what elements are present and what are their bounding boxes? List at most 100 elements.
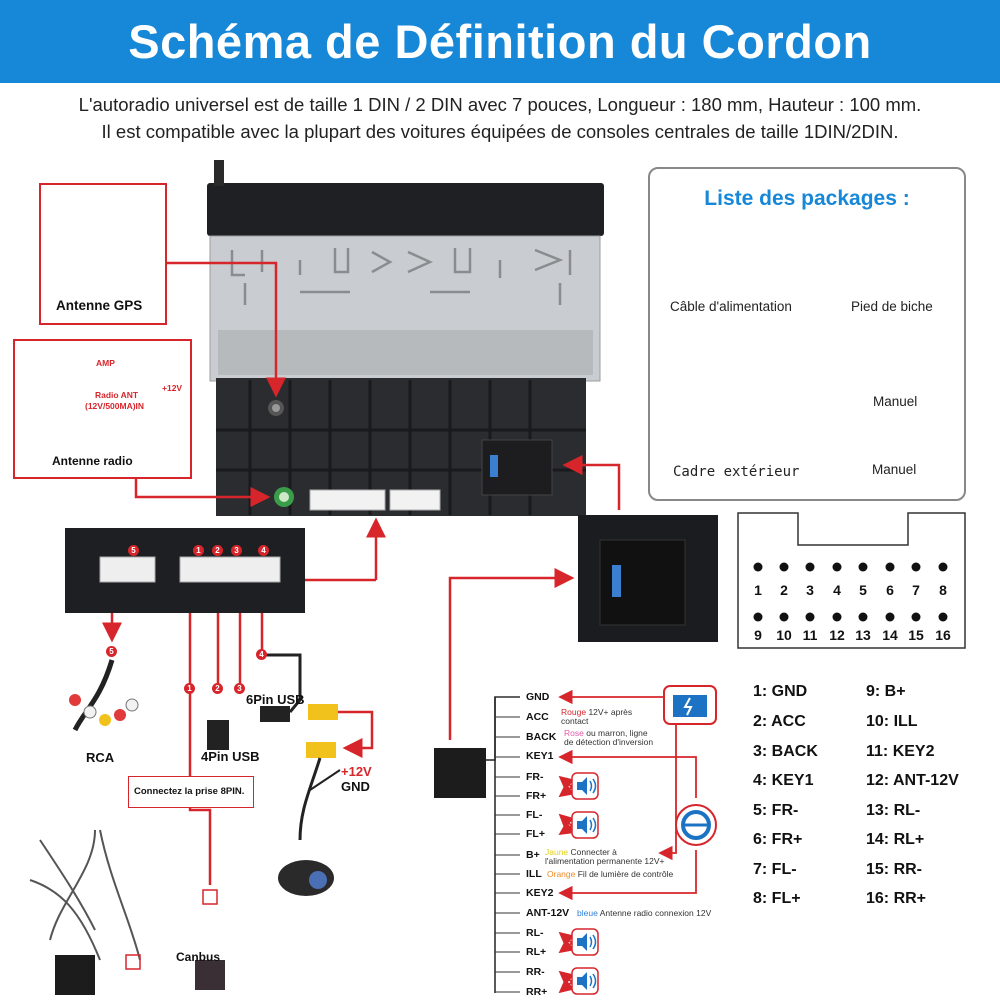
ill-note: Orange Fil de lumière de contrôle — [547, 870, 673, 879]
pin-legend-item: 3: BACK — [753, 743, 818, 760]
harness-wire-label: RR- — [526, 966, 545, 978]
package-item-power-cable: Câble d'alimentation — [670, 299, 792, 314]
pin-legend-item: 5: FR- — [753, 802, 799, 819]
pin-legend-item: 14: RL+ — [866, 831, 925, 848]
back-note-text: ou marron, ligne — [586, 728, 648, 738]
harness-wire-label: GND — [526, 691, 550, 703]
port-marker-1: 1 — [193, 545, 204, 556]
radio-antenna-box — [13, 339, 192, 479]
radio-antenna-label: Antenne radio — [52, 454, 133, 468]
pin-number-top: 6 — [886, 582, 894, 598]
pin-legend-item: 8: FL+ — [753, 890, 801, 907]
gps-antenna-box — [39, 183, 167, 325]
subtitle-line-1: L'autoradio universel est de taille 1 DI… — [78, 94, 922, 115]
port-marker-5: 5 — [128, 545, 139, 556]
pin-number-bottom: 13 — [855, 627, 871, 643]
harness-image — [29, 829, 141, 961]
pin-number-bottom: 15 — [908, 627, 924, 643]
manual-book-text: Manuel — [873, 394, 918, 409]
bplus-color: Jaune — [545, 847, 569, 857]
harness-wire-label: FR+ — [526, 790, 547, 802]
port-marker-3: 3 — [231, 545, 242, 556]
package-item-manual: Manuel — [872, 462, 917, 477]
ant-note-text: Antenne radio connexion 12V — [599, 908, 712, 918]
camera-image — [278, 757, 341, 896]
acc-note-text: 12V+ après — [588, 707, 633, 717]
pin-number-top: 1 — [754, 582, 762, 598]
rca-marker: 5 — [106, 646, 117, 657]
battery-icon — [663, 685, 717, 725]
camera-gnd-label: GND — [341, 779, 370, 794]
pin-legend-item: 16: RR+ — [866, 890, 927, 907]
pin-legend-item: 7: FL- — [753, 861, 797, 878]
page-title: Schéma de Définition du Cordon — [0, 0, 1000, 83]
harness-wire-label: FL+ — [526, 828, 545, 840]
connect-8pin-box — [128, 776, 254, 808]
connector-pin-diagram — [737, 512, 966, 649]
ant-color: bleue — [577, 908, 598, 918]
harness-wire-label: RR+ — [526, 986, 548, 998]
marker-1-lower: 1 — [184, 683, 195, 694]
camera-12v-label: +12V — [341, 764, 372, 779]
harness-wire-label: B+ — [526, 849, 540, 861]
usb6-plug — [260, 706, 290, 722]
pin-number-top: 4 — [833, 582, 841, 598]
pin-number-top: 8 — [939, 582, 947, 598]
marker-4-lower: 4 — [256, 649, 267, 660]
harness-wire-label: FR- — [526, 771, 544, 783]
plus12v-label: +12V — [162, 383, 183, 393]
ill-note-text: Fil de lumière de contrôle — [577, 869, 674, 879]
rca-cable-image — [69, 659, 139, 732]
marker-3-lower: 3 — [234, 683, 245, 694]
subtitle-line-2: Il est compatible avec la plupart des vo… — [101, 121, 899, 142]
bplus-note-text: Connecter à — [570, 847, 617, 857]
harness-wire-label: FL- — [526, 809, 543, 821]
back-color: Rose — [564, 728, 584, 738]
pin-number-bottom: 10 — [776, 627, 792, 643]
harness-wire-label: RL- — [526, 927, 544, 939]
package-list-panel: Liste des packages : — [648, 167, 966, 501]
usb4-plug — [207, 720, 229, 750]
pin-legend-item: 11: KEY2 — [866, 743, 935, 760]
pin-number-bottom: 12 — [829, 627, 845, 643]
pin-legend-item: 2: ACC — [753, 713, 806, 730]
harness-wire-label: KEY2 — [526, 887, 554, 899]
package-list-title: Liste des packages : — [704, 187, 910, 210]
pin-legend-item: 6: FR+ — [753, 831, 803, 848]
package-item-pry-tool: Pied de biche — [851, 299, 933, 314]
rca-label: RCA — [86, 750, 115, 765]
pin-number-top: 7 — [912, 582, 920, 598]
pin-number-top: 3 — [806, 582, 814, 598]
pin-number-bottom: 9 — [754, 627, 762, 643]
speaker-icons — [571, 772, 599, 995]
harness-wire-label: ILL — [526, 868, 542, 880]
pin-legend-item: 10: ILL — [866, 713, 918, 730]
ill-color: Orange — [547, 869, 576, 879]
amp-label: AMP — [96, 358, 115, 368]
acc-color: Rouge — [561, 707, 587, 717]
usb6-label: 6Pin USB — [246, 692, 305, 707]
harness-wire-label: ACC — [526, 711, 549, 723]
harness-wire-label: RL+ — [526, 946, 547, 958]
pin-legend-item: 4: KEY1 — [753, 772, 814, 789]
pin-legend-item: 1: GND — [753, 683, 808, 700]
radio-ant-spec: (12V/500MA)IN — [85, 401, 145, 411]
head-unit — [207, 160, 604, 516]
ant-note: bleue Antenne radio connexion 12V — [577, 909, 711, 918]
pin-number-bottom: 16 — [935, 627, 951, 643]
steering-wheel-icon — [675, 804, 717, 846]
pin-legend-item: 9: B+ — [866, 683, 906, 700]
harness-plug — [434, 748, 486, 798]
bplus-note-text-2: l'alimentation permanente 12V+ — [545, 856, 665, 866]
acc-note-text-2: contact — [561, 716, 589, 726]
harness-wire-label: ANT-12V — [526, 907, 570, 919]
harness-wire-label: BACK — [526, 731, 557, 743]
gps-antenna-label: Antenne GPS — [56, 298, 143, 313]
pin-number-top: 5 — [859, 582, 867, 598]
port-marker-2: 2 — [212, 545, 223, 556]
port-marker-4: 4 — [258, 545, 269, 556]
pin-number-top: 2 — [780, 582, 788, 598]
